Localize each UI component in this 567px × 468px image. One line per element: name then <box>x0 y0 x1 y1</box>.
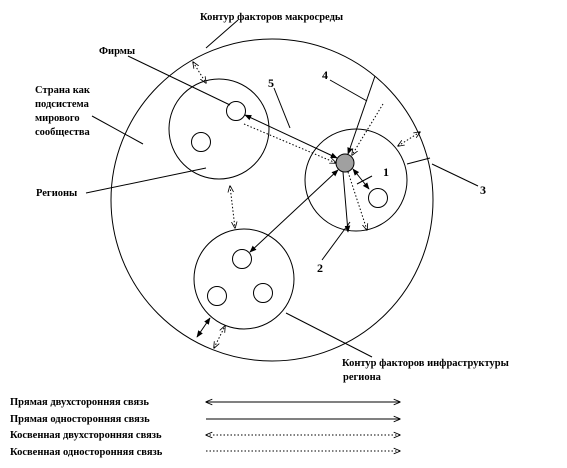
macro-link-right <box>398 132 420 146</box>
infra-contour-label-line1: Контур факторов инфраструктуры <box>342 358 509 369</box>
contour-3-segment <box>406 157 431 165</box>
country-label-line2: подсистема <box>35 99 90 110</box>
pointer-4 <box>329 79 368 102</box>
macro-link-bottom-dotted <box>214 326 225 348</box>
firm-circle <box>253 283 273 303</box>
regions-label: Регионы <box>36 188 77 199</box>
indirect-two-way-regions <box>230 186 235 228</box>
legend-label-direct-two-way: Прямая двухсторонняя связь <box>10 397 149 408</box>
country-circle <box>110 38 434 362</box>
country-pointer <box>91 115 144 145</box>
region-circle-bottom <box>193 228 295 330</box>
country-label-line3: мирового <box>35 113 80 124</box>
macro-link-left <box>193 62 206 83</box>
central-node <box>335 153 355 173</box>
pointer-2 <box>321 221 351 261</box>
direct-two-way-link-1 <box>352 168 370 190</box>
legend-label-indirect-one-way: Косвенная односторонняя связь <box>10 447 163 458</box>
regions-pointer <box>85 167 207 194</box>
region-circle-right <box>304 128 408 232</box>
macro-contour-pointer <box>205 19 239 49</box>
direct-two-way-link-center-bottom <box>249 169 339 253</box>
infra-contour-label-line2: региона <box>343 372 382 383</box>
number-label-5: 5 <box>268 76 274 90</box>
infra-contour-pointer <box>285 312 373 358</box>
number-label-2: 2 <box>317 261 323 275</box>
firm-circle <box>191 132 211 152</box>
firms-pointer <box>127 55 231 106</box>
legend-label-direct-one-way: Прямая односторонняя связь <box>10 414 150 425</box>
legend: Прямая двухсторонняя связь Прямая одност… <box>10 397 400 458</box>
macro-contour-label: Контур факторов макросреды <box>200 12 343 23</box>
firm-circle <box>232 249 252 269</box>
number-label-4: 4 <box>322 68 328 82</box>
country-label-line1: Страна как <box>35 85 91 96</box>
firm-circle <box>226 101 246 121</box>
pointer-5 <box>273 87 291 129</box>
legend-label-indirect-two-way: Косвенная двухсторонняя связь <box>10 430 162 441</box>
pointer-1 <box>356 175 373 185</box>
region-circle-top-left <box>168 78 270 180</box>
country-label-line4: сообщества <box>35 127 91 138</box>
firm-circle <box>368 188 388 208</box>
number-label-1: 1 <box>383 165 389 179</box>
firms-label: Фирмы <box>99 46 135 57</box>
pointer-3 <box>431 163 479 187</box>
indirect-link-firm-to-center <box>243 123 336 163</box>
number-label-3: 3 <box>480 183 486 197</box>
direct-two-way-link-5 <box>244 114 338 159</box>
macro-link-bottom-solid <box>196 317 211 338</box>
link-4-solid <box>347 75 376 155</box>
firm-circle <box>207 286 227 306</box>
link-2-solid <box>342 171 351 233</box>
link-4-dotted <box>352 103 384 155</box>
